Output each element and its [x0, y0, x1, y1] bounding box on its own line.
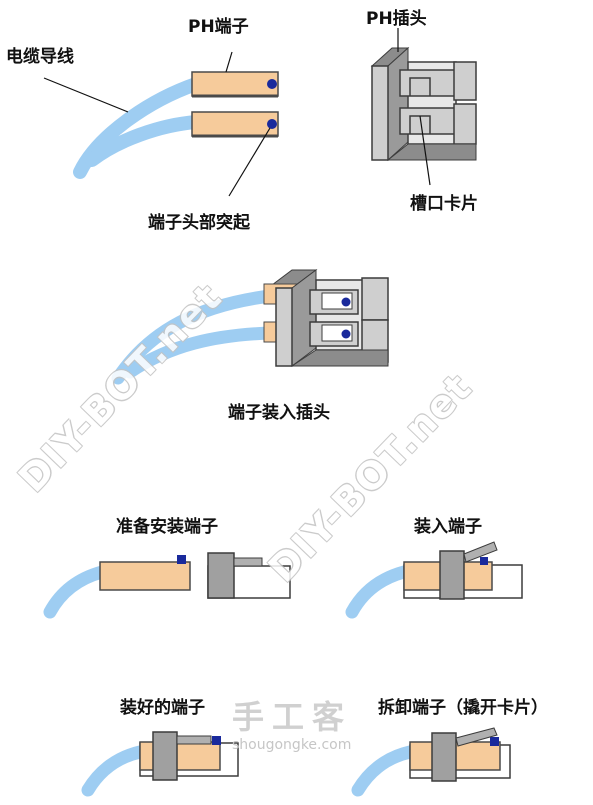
label-ph-plug: PH插头	[366, 9, 427, 29]
label-insert-terminal: 装入端子	[414, 517, 482, 537]
label-cable-wire: 电缆导线	[6, 47, 74, 67]
watermark-logo-cn: 手工客	[232, 698, 353, 736]
label-ph-terminal: PH端子	[188, 17, 249, 37]
leader-ph-terminal	[225, 51, 233, 73]
label-prepare-install: 准备安装端子	[116, 517, 218, 537]
step-installed	[81, 731, 239, 797]
cable-wires-top	[73, 77, 203, 179]
ph-terminal-lower	[191, 111, 279, 138]
label-remove-terminal: 拆卸端子（撬开卡片）	[378, 698, 548, 718]
leader-slot-clip	[419, 115, 431, 186]
leader-bump	[228, 127, 271, 197]
terminal-bump-upper	[267, 79, 277, 89]
label-terminal-into-plug: 端子装入插头	[228, 403, 330, 423]
step-insert	[345, 541, 523, 619]
ph-terminal-upper	[191, 71, 279, 98]
label-slot-clip: 槽口卡片	[410, 194, 478, 214]
terminal-bump-lower	[267, 119, 277, 129]
step-remove	[351, 727, 511, 797]
step-prepare	[43, 552, 291, 619]
cable-wires-middle	[111, 289, 277, 385]
plug-with-terminals	[263, 269, 389, 367]
ph-plug	[370, 46, 477, 162]
leader-cable	[43, 77, 129, 113]
watermark-logo-en: shougongke.com	[232, 737, 352, 753]
label-installed-terminal: 装好的端子	[120, 698, 205, 718]
label-terminal-head-bump: 端子头部突起	[148, 213, 250, 233]
